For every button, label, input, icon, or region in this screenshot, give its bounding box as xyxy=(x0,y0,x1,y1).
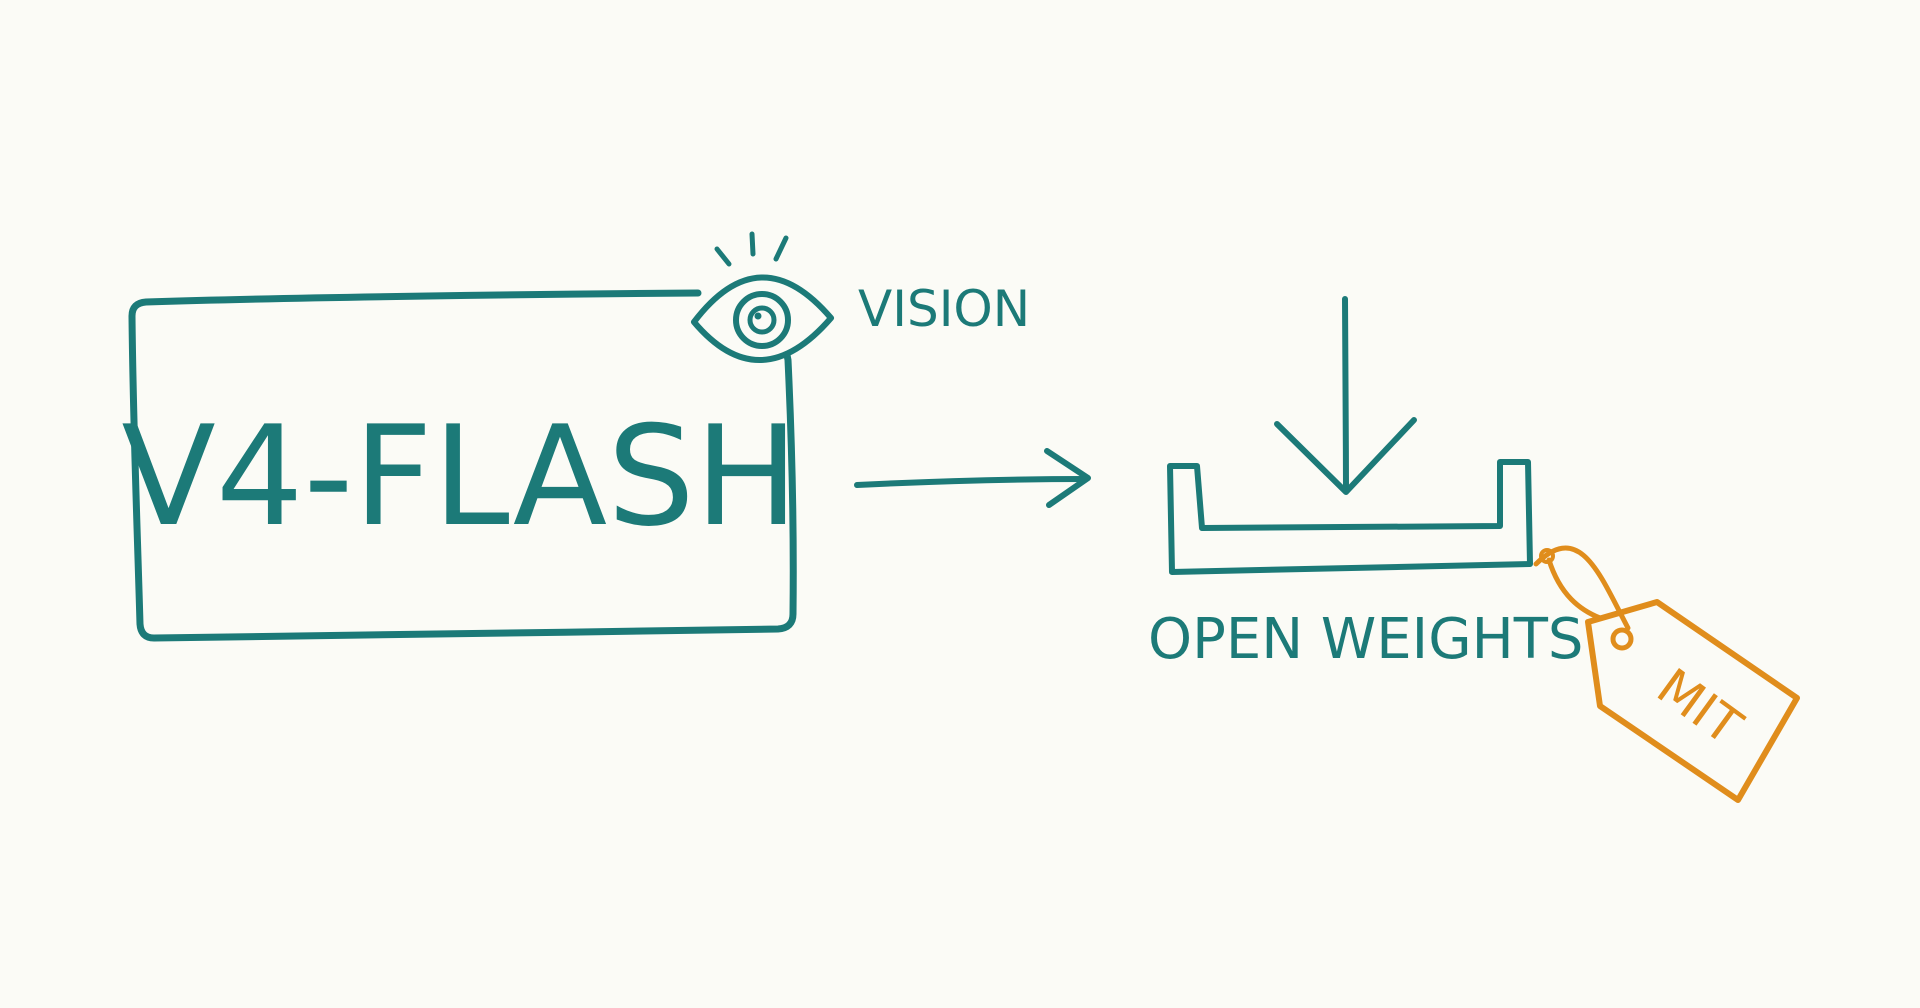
download-tray: OPEN WEIGHTS xyxy=(1148,296,1583,672)
open-weights-label: OPEN WEIGHTS xyxy=(1148,607,1583,672)
tag-icon xyxy=(1533,545,1800,803)
model-box-label: V4-FLASH xyxy=(121,396,798,557)
eye-icon xyxy=(691,231,834,363)
arrow-right-icon xyxy=(854,448,1091,508)
mit-label: MIT xyxy=(1647,657,1753,756)
model-box: V4-FLASH xyxy=(121,289,799,642)
license-tag: MIT xyxy=(1533,545,1800,803)
vision-label: VISION xyxy=(858,280,1030,338)
vision-badge: VISION xyxy=(691,231,1030,363)
download-tray-icon xyxy=(1167,296,1533,575)
